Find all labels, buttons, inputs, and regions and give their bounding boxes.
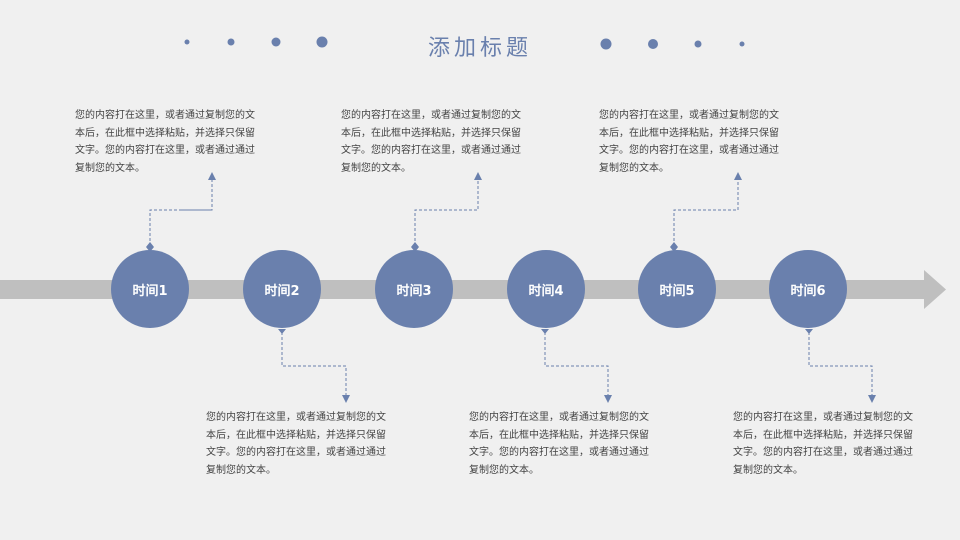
connectors — [149, 180, 873, 396]
milestone-text-5: 您的内容打在这里，或者通过复制您的文本后，在此框中选择粘贴，并选择只保留文字。您… — [599, 110, 779, 174]
milestone-circle-1: 时间1 — [111, 250, 189, 328]
milestone-text-3: 您的内容打在这里，或者通过复制您的文本后，在此框中选择粘贴，并选择只保留文字。您… — [341, 110, 521, 174]
milestone-circle-2: 时间2 — [243, 250, 321, 328]
milestone-text-2: 您的内容打在这里，或者通过复制您的文本后，在此框中选择粘贴，并选择只保留文字。您… — [206, 412, 386, 476]
milestone-text-6: 您的内容打在这里，或者通过复制您的文本后，在此框中选择粘贴，并选择只保留文字。您… — [733, 412, 913, 476]
milestone-circle-6: 时间6 — [769, 250, 847, 328]
connector-ends — [146, 172, 876, 403]
title-dots — [184, 36, 745, 50]
page-title: 添加标题 — [427, 36, 532, 61]
milestone-circle-4: 时间4 — [507, 250, 585, 328]
milestone-text-4: 您的内容打在这里，或者通过复制您的文本后，在此框中选择粘贴，并选择只保留文字。您… — [469, 412, 649, 476]
milestone-circle-5: 时间5 — [638, 250, 716, 328]
milestone-circle-3: 时间3 — [375, 250, 453, 328]
milestone-text-1: 您的内容打在这里，或者通过复制您的文本后，在此框中选择粘贴，并选择只保留文字。您… — [75, 110, 255, 174]
